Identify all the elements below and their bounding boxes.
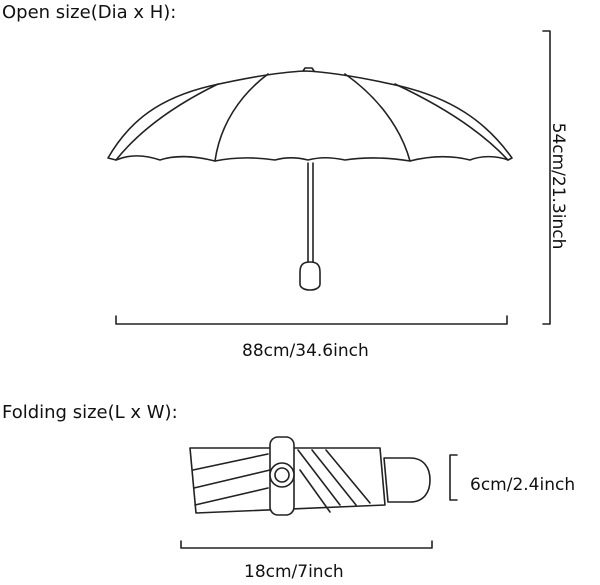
fold-length-dimension-line: [180, 540, 433, 549]
canopy-rib: [115, 83, 219, 161]
open-diameter-label: 88cm/34.6inch: [242, 341, 369, 361]
folded-handle: [383, 457, 431, 503]
strap-button-inner: [274, 467, 290, 483]
umbrella-handle: [299, 261, 321, 291]
fold-length-label: 18cm/7inch: [244, 562, 344, 582]
folded-fold-line: [311, 449, 357, 506]
canopy-outline: [107, 70, 513, 162]
canopy-rib: [394, 83, 509, 161]
canopy-rib: [214, 73, 269, 162]
diameter-dimension-line: [115, 315, 508, 325]
strap-button: [269, 462, 295, 488]
folded-fold-line: [193, 469, 271, 489]
folding-size-title: Folding size(L x W):: [2, 402, 178, 423]
folded-canopy: [189, 447, 386, 514]
folded-fold-line: [325, 449, 371, 504]
open-height-text: 54cm/21.3inch: [548, 122, 568, 250]
folded-fold-line: [194, 487, 269, 506]
height-dimension-line: [542, 30, 551, 325]
canopy-rib: [344, 73, 411, 162]
folded-fold-line: [297, 449, 341, 506]
folded-fold-line: [299, 469, 331, 513]
canopy-tip: [302, 67, 315, 72]
folded-fold-line: [192, 453, 269, 471]
fold-width-dimension-line: [449, 454, 458, 501]
fold-width-label: 6cm/2.4inch: [470, 475, 576, 495]
open-size-title: Open size(Dia x H):: [2, 2, 177, 23]
